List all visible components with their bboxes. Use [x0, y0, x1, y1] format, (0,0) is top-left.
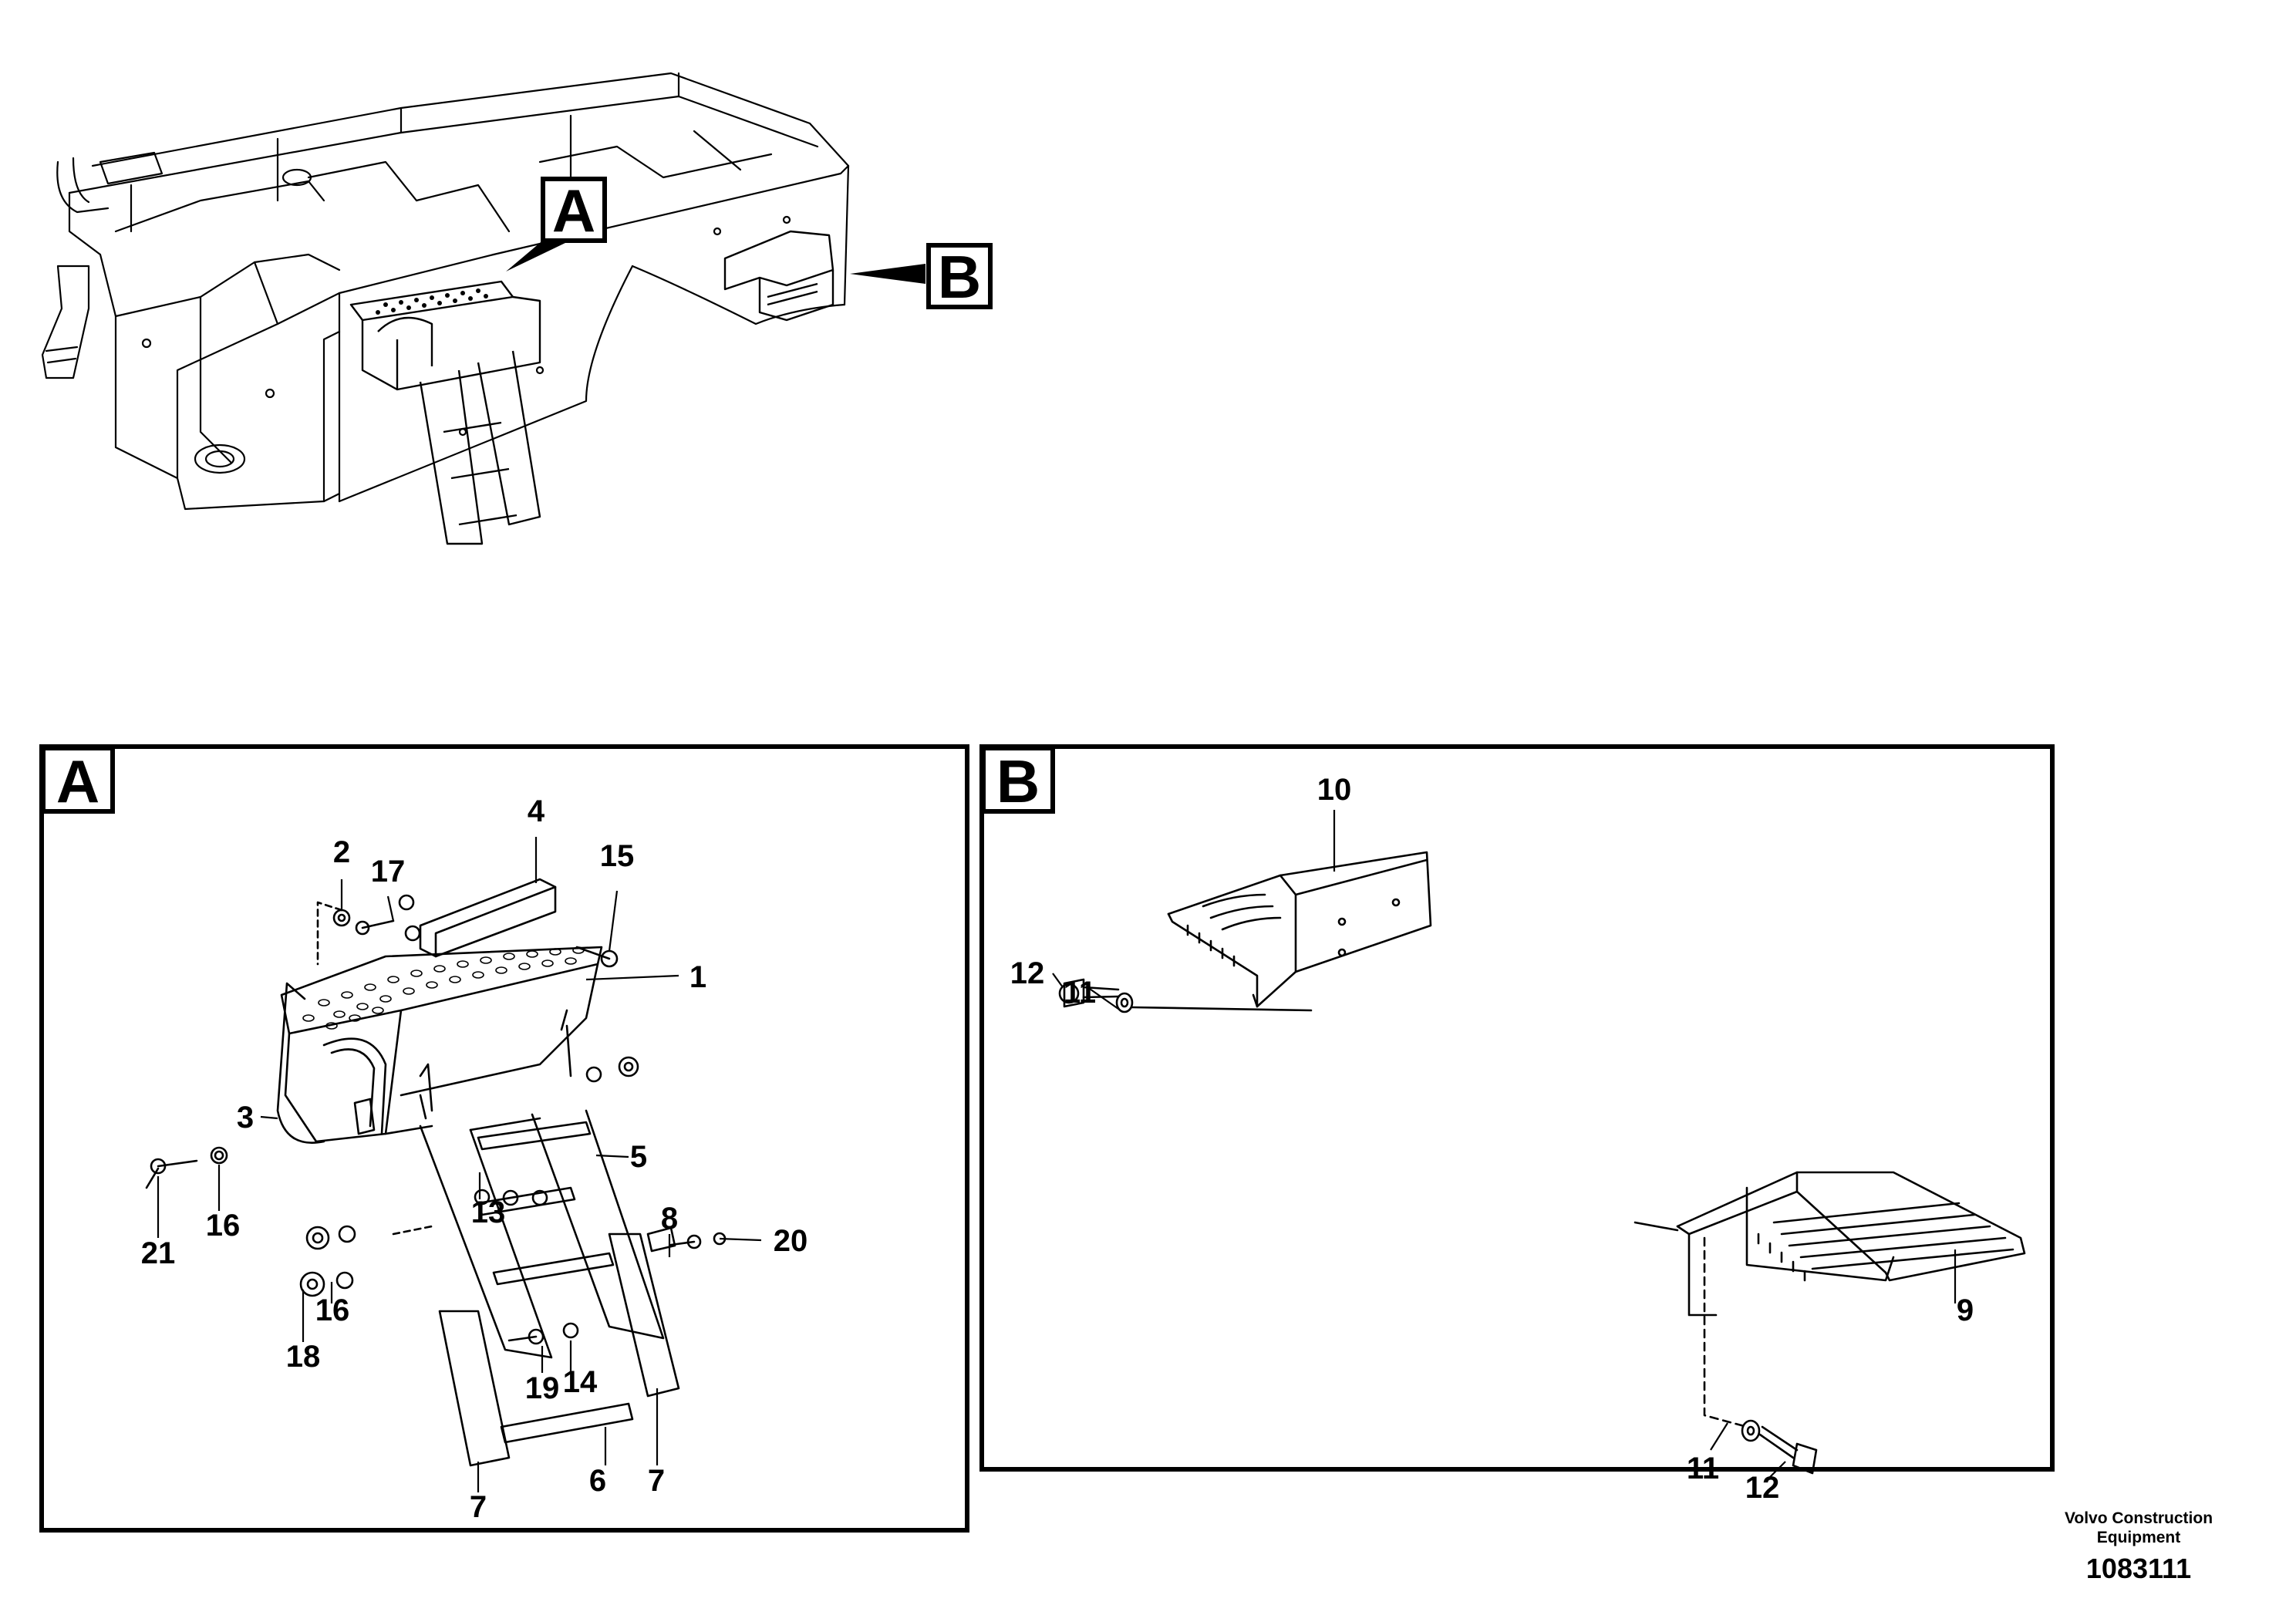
- label-9: 9: [1957, 1293, 1974, 1327]
- overview-step-a: [349, 280, 541, 545]
- label-14: 14: [563, 1365, 598, 1399]
- publisher-block: Volvo Construction Equipment 1083111: [2038, 1509, 2239, 1586]
- label-11a: 11: [1064, 976, 1096, 1010]
- callout-a: A: [506, 177, 607, 271]
- panel-a-grating: [302, 946, 585, 1030]
- panel-b-leaders: [1052, 810, 1957, 1482]
- callout-b: B: [850, 243, 993, 311]
- label-12a: 12: [1010, 956, 1045, 990]
- label-18: 18: [286, 1340, 321, 1374]
- publisher-name-line2: Equipment: [2096, 1529, 2181, 1546]
- svg-text:B: B: [996, 747, 1040, 815]
- label-10: 10: [1317, 773, 1352, 807]
- illustration-number: 1083111: [2085, 1553, 2192, 1584]
- label-1: 1: [689, 960, 706, 994]
- panel-a-frame: [39, 744, 969, 1533]
- label-7b: 7: [648, 1464, 665, 1498]
- svg-text:A: A: [552, 177, 595, 244]
- label-4: 4: [528, 794, 545, 828]
- label-16a: 16: [206, 1209, 241, 1243]
- panel-b-step-10: [1058, 851, 1432, 1013]
- panel-b-frame: [979, 744, 2055, 1472]
- overview-grating: [376, 288, 488, 315]
- panel-b-badge: B: [981, 746, 1055, 815]
- label-21: 21: [141, 1236, 176, 1270]
- label-13: 13: [471, 1195, 506, 1229]
- label-11b: 11: [1687, 1452, 1719, 1485]
- label-6: 6: [589, 1464, 606, 1498]
- label-20: 20: [774, 1224, 808, 1258]
- label-7a: 7: [470, 1490, 487, 1524]
- publisher-name-line1: Volvo Construction: [2064, 1509, 2213, 1527]
- panel-b-step-9: [1633, 1171, 2026, 1475]
- panel-b-labels: 10 12 11 9 11 12: [1010, 773, 1974, 1505]
- label-8: 8: [661, 1202, 678, 1236]
- panel-a-leaders: [157, 837, 762, 1492]
- label-16b: 16: [315, 1293, 350, 1327]
- overview-step-b: [723, 230, 834, 322]
- panel-a-assembly: [145, 878, 727, 1467]
- label-15: 15: [600, 839, 635, 873]
- label-12b: 12: [1745, 1471, 1780, 1505]
- panel-a-badge: A: [41, 746, 115, 815]
- label-17: 17: [371, 855, 406, 889]
- label-19: 19: [525, 1371, 560, 1405]
- panel-a-labels: 1 2 17 4 15 3 5 13 8 20 21 16 16 18 19 1…: [141, 794, 808, 1524]
- svg-text:B: B: [938, 243, 981, 311]
- label-5: 5: [630, 1140, 647, 1174]
- machine-frame-overview: [41, 72, 850, 511]
- label-3: 3: [237, 1101, 254, 1135]
- label-2: 2: [333, 835, 350, 869]
- svg-text:A: A: [56, 747, 99, 815]
